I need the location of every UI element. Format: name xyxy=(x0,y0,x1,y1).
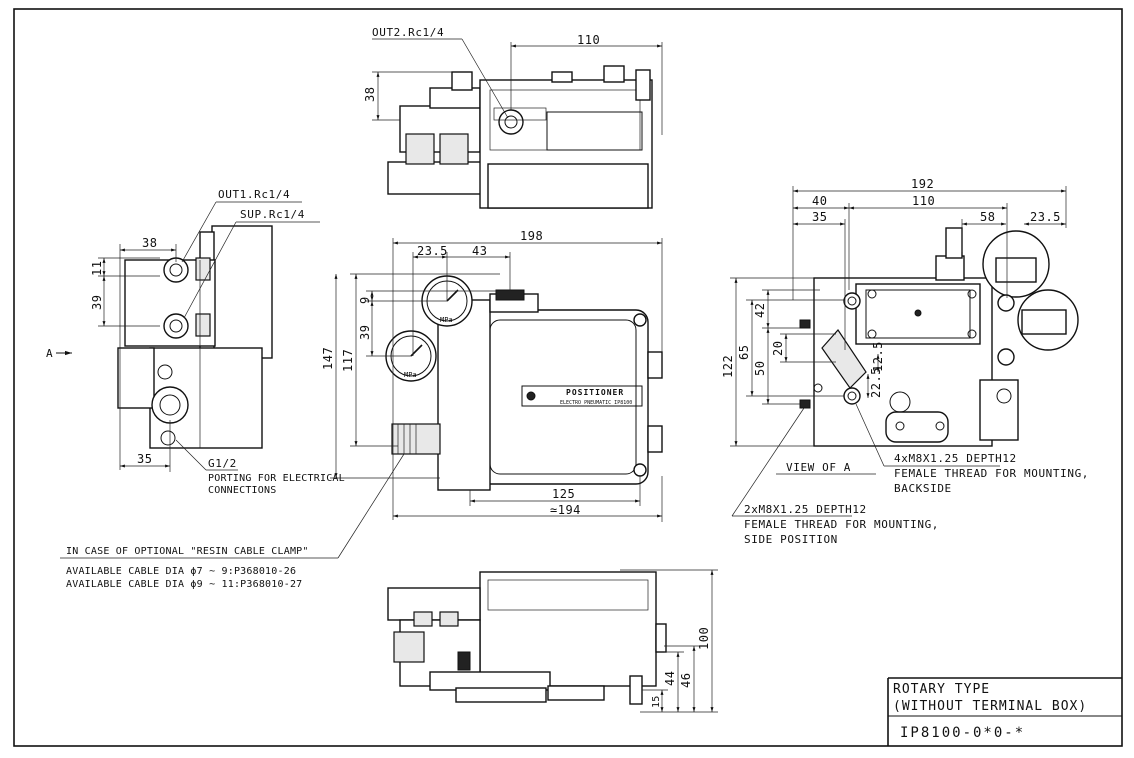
dim-right-65: 65 xyxy=(737,345,751,360)
clamp-note-1: IN CASE OF OPTIONAL "RESIN CABLE CLAMP" xyxy=(66,546,309,557)
label-g12: G1/2 xyxy=(208,457,237,470)
front-view: POSITIONER ELECTRO PNEUMATIC IP8100 MPa … xyxy=(385,275,663,491)
label-out1: OUT1.Rc1/4 xyxy=(218,188,290,201)
title-line-2: (WITHOUT TERMINAL BOX) xyxy=(893,699,1087,714)
dim-top-110: 110 xyxy=(577,33,600,47)
label-porting-2: CONNECTIONS xyxy=(208,485,276,496)
label-sup: SUP.Rc1/4 xyxy=(240,208,305,221)
plate-title: POSITIONER xyxy=(566,388,624,397)
bottom-view-dimensions: 100 46 44 15 xyxy=(620,569,718,713)
dim-front-194: ≃194 xyxy=(550,503,581,517)
cable-clamp-note: IN CASE OF OPTIONAL "RESIN CABLE CLAMP" … xyxy=(60,453,405,590)
clamp-note-3: AVAILABLE CABLE DIA ϕ9 ~ 11:P368010-27 xyxy=(66,579,302,590)
sheet-border xyxy=(13,8,1123,747)
dim-front-9: 9 xyxy=(358,296,372,304)
dim-left-39: 39 xyxy=(90,295,104,310)
front-view-dimensions: 198 23.5 43 117 147 9 39 125 ≃194 xyxy=(321,229,663,522)
dim-right-23-5: 23.5 xyxy=(1030,210,1061,224)
dim-right-122: 122 xyxy=(721,355,735,378)
title-line-1: ROTARY TYPE xyxy=(893,682,990,697)
plate-subtitle: ELECTRO PNEUMATIC IP8100 xyxy=(560,400,632,406)
thread4-line2: FEMALE THREAD FOR MOUNTING, xyxy=(894,467,1089,480)
thread4-line1: 4xM8X1.25 DEPTH12 xyxy=(894,452,1017,465)
dim-front-147: 147 xyxy=(321,347,335,370)
title-model: IP8100-0*0-* xyxy=(900,725,1025,741)
gauge-top-mpa: MPa xyxy=(440,316,453,324)
dim-front-125: 125 xyxy=(552,487,575,501)
bottom-view xyxy=(387,571,667,705)
dim-bottom-46: 46 xyxy=(679,673,693,688)
dim-front-117: 117 xyxy=(341,349,355,372)
dim-left-35: 35 xyxy=(137,452,152,466)
dim-right-50: 50 xyxy=(753,361,767,376)
right-view xyxy=(799,227,1079,447)
thread2-line2: FEMALE THREAD FOR MOUNTING, xyxy=(744,518,939,531)
dim-bottom-15: 15 xyxy=(651,696,662,708)
dim-right-12-5: 12.5 xyxy=(871,341,885,372)
left-view-dimensions: 38 11 39 35 A OUT1.Rc1/4 SUP.Rc1/4 G1/2 … xyxy=(46,188,345,496)
dim-front-43: 43 xyxy=(472,244,487,258)
top-view xyxy=(387,65,653,209)
clamp-note-2: AVAILABLE CABLE DIA ϕ7 ~ 9:P368010-26 xyxy=(66,566,296,577)
title-block: ROTARY TYPE (WITHOUT TERMINAL BOX) IP810… xyxy=(887,677,1122,746)
dim-front-23-5: 23.5 xyxy=(417,244,448,258)
gauge-bottom-mpa: MPa xyxy=(404,371,417,379)
dim-top-38: 38 xyxy=(363,87,377,102)
dim-right-58: 58 xyxy=(980,210,995,224)
dim-right-20: 20 xyxy=(771,341,785,356)
dim-bottom-100: 100 xyxy=(697,627,711,650)
dim-front-198: 198 xyxy=(520,229,543,243)
thread2-line1: 2xM8X1.25 DEPTH12 xyxy=(744,503,867,516)
thread2-line3: SIDE POSITION xyxy=(744,533,838,546)
thread4-line3: BACKSIDE xyxy=(894,482,952,495)
label-arrow-a: A xyxy=(46,347,53,360)
dim-front-39: 39 xyxy=(358,325,372,340)
dim-right-110: 110 xyxy=(912,194,935,208)
left-side-view xyxy=(117,225,273,449)
dim-right-22-5: 22.5 xyxy=(869,367,883,398)
dim-right-192: 192 xyxy=(911,177,934,191)
right-view-dimensions: 192 40 110 35 58 23.5 122 65 50 42 20 xyxy=(721,177,1089,546)
dim-right-35: 35 xyxy=(812,210,827,224)
dim-right-40: 40 xyxy=(812,194,827,208)
label-out2: OUT2.Rc1/4 xyxy=(372,26,444,39)
dim-right-42: 42 xyxy=(753,303,767,318)
dim-bottom-44: 44 xyxy=(663,671,677,686)
dim-left-11: 11 xyxy=(90,261,104,276)
label-porting-1: PORTING FOR ELECTRICAL xyxy=(208,473,345,484)
dim-left-38: 38 xyxy=(142,236,157,250)
label-view-of-a: VIEW OF A xyxy=(786,461,851,474)
top-view-dimensions: 110 38 OUT2.Rc1/4 xyxy=(363,26,663,135)
